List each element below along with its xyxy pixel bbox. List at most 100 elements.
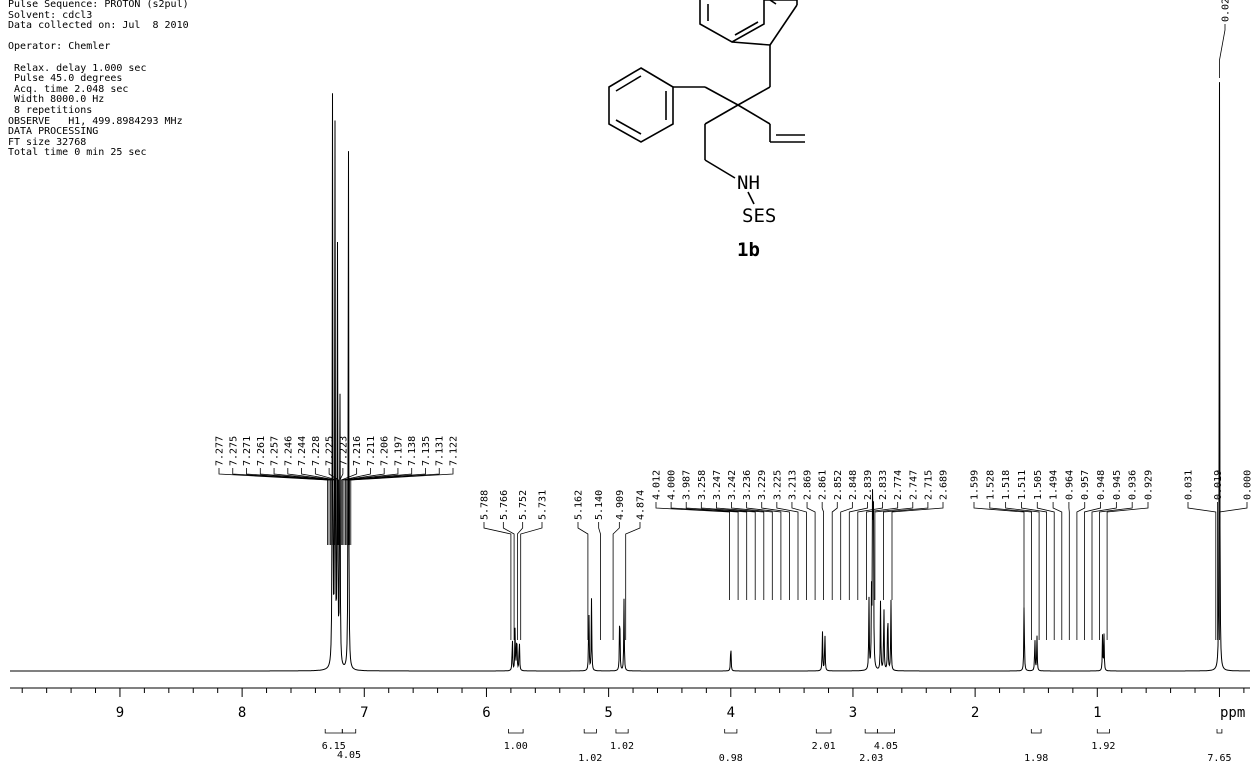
peak-label: 4.012 [652,470,663,500]
ses-label: SES [742,205,776,227]
peak-label: 5.752 [518,490,529,520]
peak-label: 1.511 [1017,470,1028,500]
peak-leader-line [989,502,1032,640]
chain-bond-1 [704,104,739,125]
peak-label: 7.206 [380,436,391,466]
peak-leader-line [1052,502,1063,640]
param-line: Total time 0 min 25 sec [8,147,147,159]
x-tick-label: 7 [360,705,368,721]
peak-label: 0.964 [1064,470,1075,500]
left-ch2-to-quaternary [704,86,739,106]
peak-label: 1.518 [1001,470,1012,500]
peak-leader-line [517,522,524,640]
peak-label: 7.246 [283,436,294,466]
peak-label: 0.025 [1221,0,1232,22]
peak-label: 7.275 [228,436,239,466]
peak-label: 3.213 [787,470,798,500]
peak-leader-line [731,502,773,600]
peak-leader-line [349,468,440,545]
peak-leader-line [840,502,853,600]
integral-value: 6.15 [322,741,346,752]
upper-ch2-to-quaternary [737,86,771,106]
integral-region: 4.05 [337,729,361,761]
peak-label: 7.216 [352,436,363,466]
integral-bracket [724,729,738,734]
peak-leader-line [625,522,641,640]
param-line: Solvent: cdcl3 [8,9,93,21]
peak-leader-line [866,502,899,600]
integral-bracket [876,729,895,734]
integral-region: 1.00 [504,729,528,752]
peak-leader-line [342,468,371,545]
n-to-s-bond [747,191,755,205]
upper-ring-bonds [699,0,765,43]
peak-leader-line [346,468,413,545]
compound-label: 1b [737,239,760,261]
integral-region: 1.92 [1091,729,1115,752]
peak-label: 0.936 [1128,470,1139,500]
peak-leader-line [791,502,807,600]
peak-label: 3.258 [697,470,708,500]
peak-leader-line [746,502,782,600]
peak-label: 3.225 [772,470,783,500]
peak-label: 7.131 [435,436,446,466]
upper-ring-link [769,4,798,46]
peak-label: 7.122 [449,436,460,466]
x-tick-label: 2 [971,705,979,721]
peak-label: 7.257 [270,436,281,466]
peak-label: 0.945 [1112,470,1123,500]
upper-ring-right-2 [731,41,771,46]
peak-leader-line [716,502,765,600]
peak-leader-line [857,502,883,600]
peak-leader-line [612,522,620,640]
integral-bracket [1096,729,1110,734]
spectrum-trace-layer [10,82,1250,672]
peak-leader-line [700,502,756,600]
spectrum-trace [10,82,1250,672]
peak-label: 7.223 [338,436,349,466]
integral-bracket [341,729,357,734]
peak-leader-line [343,468,385,545]
left-benzene-ring [608,67,674,143]
peak-label: 7.228 [311,436,322,466]
integral-region: 2.01 [812,729,836,752]
peak-leader-line [1219,24,1226,78]
peak-leader-line [1219,502,1248,640]
left-ring-double-3 [615,119,642,135]
integral-value: 4.05 [337,750,361,761]
integral-layer: 6.154.051.001.021.020.982.012.034.051.98… [322,729,1232,764]
param-line: Operator: Chemler [8,41,111,53]
param-line: Pulse 45.0 degrees [8,73,123,85]
integral-value: 2.03 [859,753,883,764]
peak-leader-line [1099,502,1133,640]
integral-value: 1.98 [1024,753,1048,764]
peak-leader-line [891,502,944,600]
chemical-structure [608,0,805,205]
peak-leader-line [874,502,914,600]
peak-label: 7.261 [256,436,267,466]
x-tick-label: 5 [604,705,612,721]
peak-leader-line [345,468,399,545]
integral-bracket [1216,729,1223,734]
peak-label: 7.244 [297,436,308,466]
peak-label: 0.031 [1184,470,1195,500]
vinyl-bond [737,104,771,125]
chain-bond-3 [704,159,736,179]
peak-label: 7.211 [366,436,377,466]
peak-label: 4.000 [667,470,678,500]
peak-label: 5.140 [594,490,605,520]
param-line: 8 repetitions [8,104,93,116]
upper-ring-inner-bond-2 [734,21,759,36]
left-ring-double-1 [615,75,642,92]
peak-label: 2.833 [878,470,889,500]
integral-region: 4.05 [874,729,898,752]
integral-bracket [583,729,597,734]
integral-value: 1.00 [504,741,528,752]
x-axis-label: ppm [1220,705,1245,721]
peak-label-group: 0.025 [1219,0,1232,78]
